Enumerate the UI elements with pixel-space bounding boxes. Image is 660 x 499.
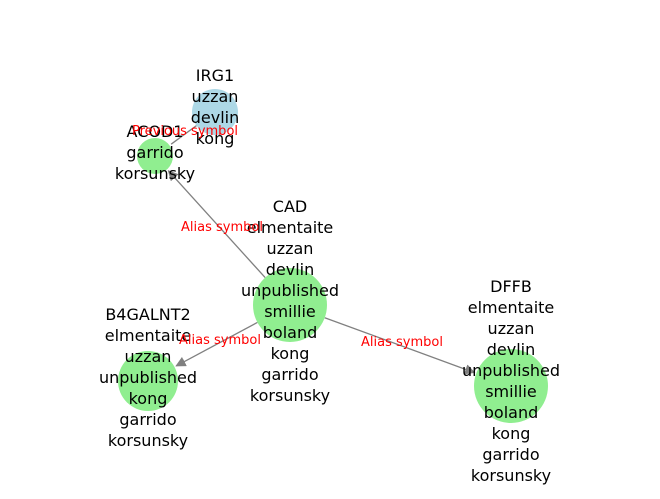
node-label-line: unpublished <box>462 361 560 380</box>
node-label-line: garrido <box>126 143 183 162</box>
node-label-line: elmentaite <box>247 218 334 237</box>
node-label-line: uzzan <box>125 347 172 366</box>
node-label-line: devlin <box>266 260 315 279</box>
node-label-line: uzzan <box>192 87 239 106</box>
node-labels-layer: IRG1 uzzan devlin kong ACOD1 garrido korsunsky… <box>99 66 560 485</box>
node-label-line: boland <box>263 323 318 342</box>
node-label-line: CAD <box>273 197 307 216</box>
edge-cad-acod1 <box>167 170 266 279</box>
edge-label-cad-dffb: Alias symbol <box>361 335 443 350</box>
edge-cad-b4galnt2 <box>175 321 258 367</box>
node-label-line: uzzan <box>267 239 314 258</box>
node-label-line: kong <box>129 389 168 408</box>
node-label-line: unpublished <box>241 281 339 300</box>
node-label-line: uzzan <box>488 319 535 338</box>
edge-irg1-acod1 <box>170 125 197 145</box>
node-label-cad: CAD elmentaite uzzan devlin unpublished smill… <box>241 197 339 405</box>
node-label-dffb: DFFB elmentaite uzzan devlin unpublished smil… <box>462 277 560 485</box>
node-label-line: elmentaite <box>105 326 192 345</box>
node-label-line: B4GALNT2 <box>105 305 190 324</box>
node-label-line: elmentaite <box>468 298 555 317</box>
node-label-line: devlin <box>487 340 536 359</box>
node-label-line: smillie <box>264 302 316 321</box>
node-label-line: devlin <box>191 108 240 127</box>
node-dffb <box>474 349 548 423</box>
node-label-line: korsunsky <box>108 431 188 450</box>
node-irg1 <box>192 89 238 135</box>
node-label-acod1: ACOD1 garrido korsunsky <box>115 122 195 183</box>
node-label-line: kong <box>196 129 235 148</box>
edge-cad-dffb <box>324 317 476 375</box>
node-label-line: DFFB <box>490 277 532 296</box>
node-label-b4galnt2: B4GALNT2 elmentaite uzzan unpublished kong ga… <box>99 305 197 450</box>
node-label-line: garrido <box>482 445 539 464</box>
edge-label-irg1-acod1: Previous symbol <box>132 124 238 139</box>
node-label-line: kong <box>271 344 310 363</box>
node-cad <box>253 268 327 342</box>
node-b4galnt2 <box>118 351 178 411</box>
node-label-line: IRG1 <box>196 66 234 85</box>
node-label-line: kong <box>492 424 531 443</box>
node-label-line: ACOD1 <box>127 122 184 141</box>
node-label-line: korsunsky <box>115 164 195 183</box>
node-label-irg1: IRG1 uzzan devlin kong <box>191 66 240 148</box>
node-label-line: boland <box>484 403 539 422</box>
nodes-layer <box>118 89 548 423</box>
node-acod1 <box>137 138 173 174</box>
node-label-line: garrido <box>261 365 318 384</box>
node-label-line: smillie <box>485 382 537 401</box>
node-label-line: unpublished <box>99 368 197 387</box>
edge-label-cad-acod1: Alias symbol <box>181 220 263 235</box>
node-label-line: korsunsky <box>471 466 551 485</box>
edges-layer <box>167 125 476 375</box>
node-label-line: garrido <box>119 410 176 429</box>
node-label-line: korsunsky <box>250 386 330 405</box>
edge-label-cad-b4galnt2: Alias symbol <box>179 333 261 348</box>
